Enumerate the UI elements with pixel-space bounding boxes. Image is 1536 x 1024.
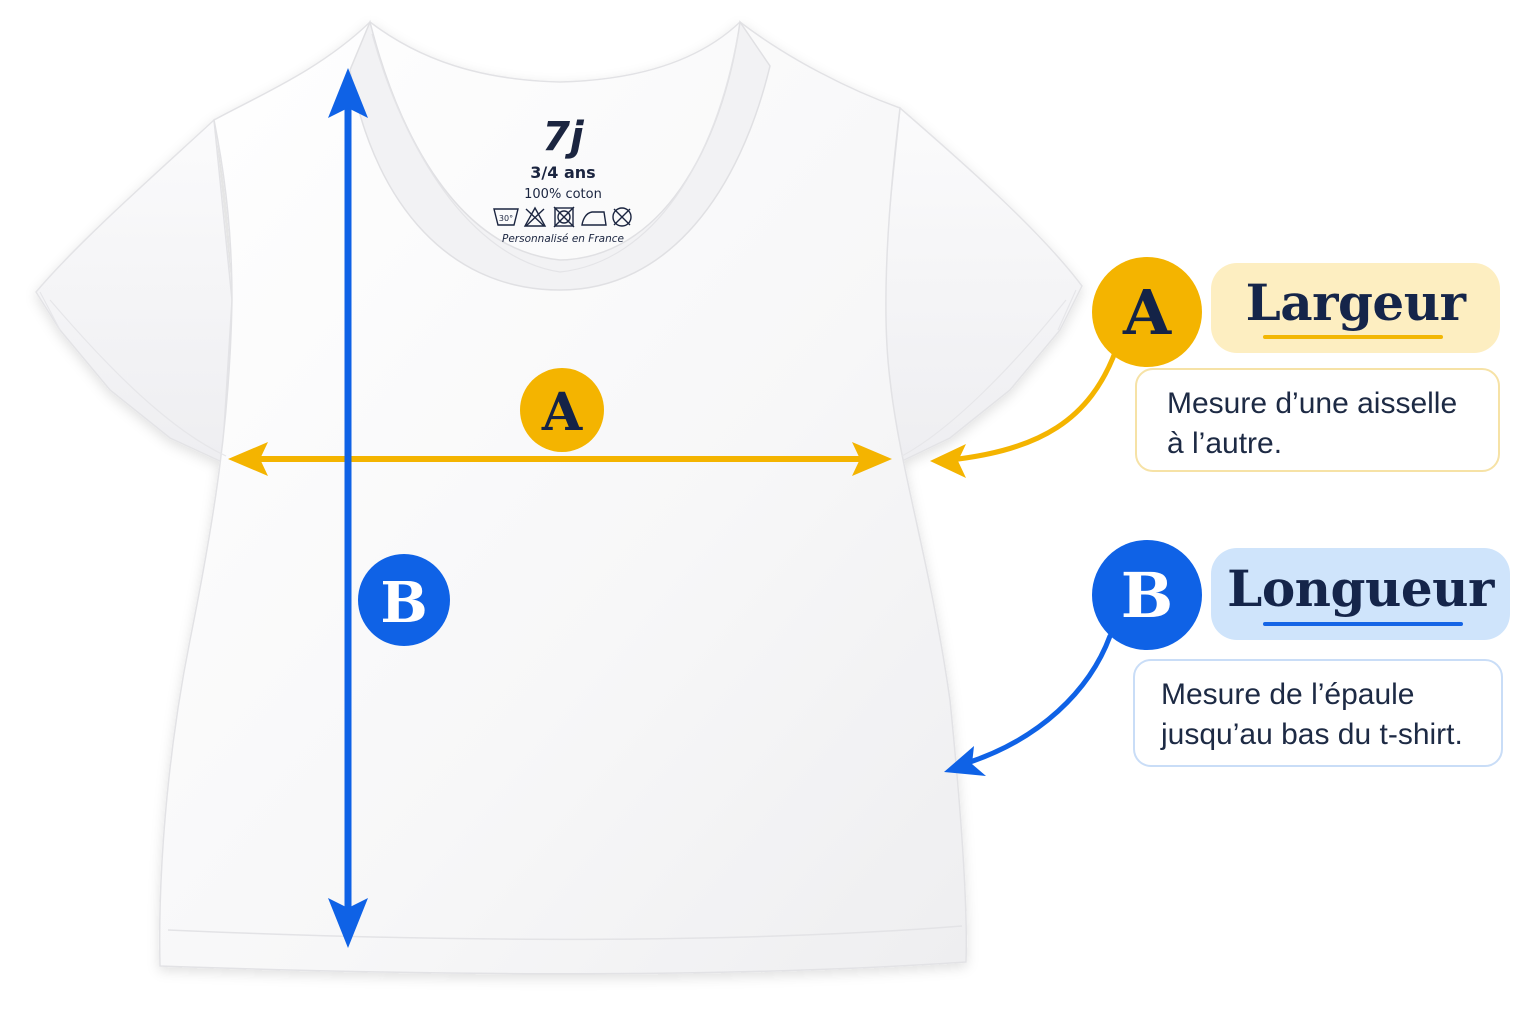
svg-text:B: B	[380, 570, 427, 636]
connector-a	[930, 347, 1119, 478]
legend-a-letter: A	[1122, 275, 1172, 349]
collar	[349, 19, 771, 291]
legend-b-line-1: Mesure de l’épaule	[1161, 678, 1415, 711]
legend-b-letter: B	[1120, 558, 1174, 632]
legend-b-underline	[1263, 622, 1463, 626]
legend-b-title: Longueur	[1227, 558, 1494, 618]
badge-b-on-shirt: B	[358, 554, 450, 646]
legend-a-title: Largeur	[1245, 272, 1466, 332]
no-bleach-icon	[523, 206, 547, 227]
legend-a-line-1: Mesure d’une aisselle	[1167, 387, 1458, 420]
legend-b-badge: B	[1092, 540, 1202, 650]
tshirt	[35, 19, 1083, 975]
legend-a-description: Mesure d’une aisselle à l’autre.	[1135, 368, 1500, 472]
width-arrowhead-right	[852, 442, 892, 476]
material-label: 100% coton	[524, 187, 602, 202]
shirt-body	[158, 21, 968, 975]
legend-b-description: Mesure de l’épaule jusqu’au bas du t-shi…	[1133, 659, 1503, 767]
left-sleeve	[35, 118, 233, 464]
legend-a-line-2: à l’autre.	[1167, 427, 1283, 460]
length-arrowhead-top	[328, 68, 368, 118]
length-arrowhead-bottom	[328, 898, 368, 948]
no-tumble-dry-icon	[553, 206, 575, 228]
legend-a-header: Largeur	[1211, 263, 1500, 353]
wash-30-icon: 30°	[493, 208, 519, 226]
badge-a-on-shirt: A	[520, 368, 604, 452]
brand-logo: 7j	[542, 114, 585, 160]
label-footer: Personnalisé en France	[502, 233, 624, 245]
legend-b-line-2: jusqu’au bas du t-shirt.	[1161, 718, 1463, 751]
width-arrow	[228, 442, 892, 476]
legend-a-underline	[1263, 335, 1443, 339]
legend-b-header: Longueur	[1211, 548, 1510, 640]
iron-icon	[581, 211, 607, 226]
legend-a-badge: A	[1092, 257, 1202, 367]
length-arrow	[328, 68, 368, 948]
width-arrowhead-left	[228, 442, 268, 476]
right-sleeve	[879, 106, 1083, 464]
neck-label: 7j 3/4 ans 100% coton 30° Personnalisé e…	[493, 114, 632, 245]
svg-text:30°: 30°	[499, 214, 513, 223]
svg-text:A: A	[541, 382, 583, 443]
no-dry-clean-icon	[612, 207, 632, 227]
size-label: 3/4 ans	[530, 163, 595, 182]
connector-b	[944, 633, 1113, 776]
